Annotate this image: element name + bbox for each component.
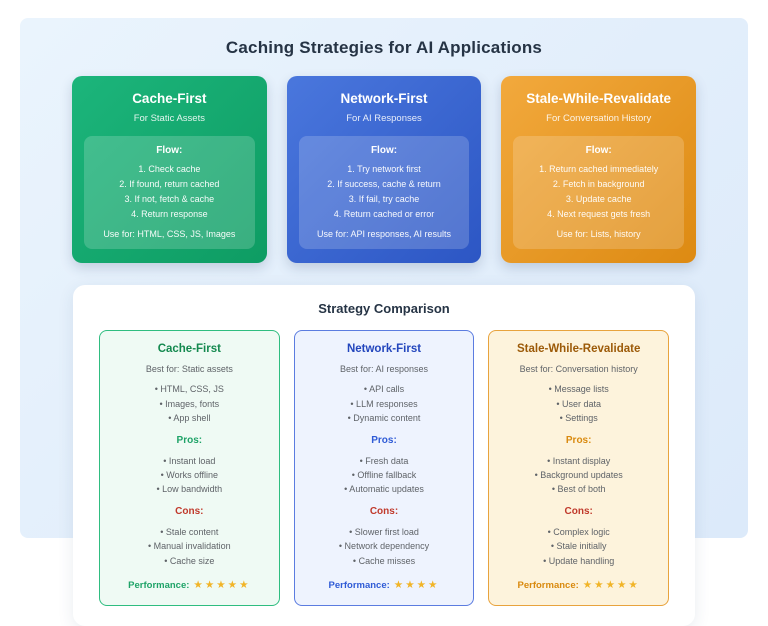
performance-row: Performance:★★★★★ (106, 579, 273, 591)
list-item: • HTML, CSS, JS (154, 384, 224, 395)
star-rating-icon: ★★★★★ (193, 578, 251, 591)
strategy-card-title: Network-First (340, 91, 428, 106)
use-for-text: Use for: API responses, AI results (316, 229, 452, 240)
performance-row: Performance:★★★★ (301, 579, 468, 591)
strategy-card-cache-first: Cache-First For Static Assets Flow: 1. C… (72, 76, 267, 264)
list-item: • LLM responses (350, 398, 418, 409)
list-item: 3. If fail, try cache (348, 193, 420, 204)
list-item: 4. Return cached or error (333, 208, 435, 219)
strategy-card-subtitle: For Static Assets (133, 113, 205, 124)
list-item: • Instant display (547, 455, 611, 466)
pros-label: Pros: (565, 434, 592, 446)
list-item: • Images, fonts (159, 398, 220, 409)
list-item: • Settings (559, 413, 598, 424)
list-item: 4. Return response (131, 208, 208, 219)
flow-label: Flow: (156, 145, 183, 156)
strategy-card-network-first: Network-First For AI Responses Flow: 1. … (286, 76, 482, 264)
list-item: 3. Update cache (565, 193, 632, 204)
list-item: 4. Next request gets fresh (547, 208, 651, 219)
strategy-card-title: Stale-While-Revalidate (526, 91, 672, 106)
comparison-title: Strategy Comparison (318, 301, 450, 317)
flow-box: Flow: 1. Check cache 2. If found, return … (84, 136, 255, 250)
strategy-comparison-panel: Strategy Comparison Cache-First Best for… (73, 285, 695, 626)
list-item: 3. If not, fetch & cache (124, 193, 215, 204)
list-item: • Fresh data (359, 455, 409, 466)
list-item: • Stale initially (550, 541, 607, 552)
flow-box: Flow: 1. Return cached immediately 2. Fet… (513, 136, 685, 250)
comparison-card-network-first: Network-First Best for: AI responses • A… (293, 330, 475, 606)
cons-list: • Complex logic • Stale initially • Update… (495, 525, 662, 568)
list-item: • Best of both (551, 484, 606, 495)
strategy-cards-row: Cache-First For Static Assets Flow: 1. C… (72, 76, 697, 264)
list-item: • Automatic updates (344, 484, 424, 495)
cons-list: • Stale content • Manual invalidation • Ca… (106, 525, 273, 568)
comparison-card-title: Network-First (346, 343, 422, 356)
list-item: 1. Return cached immediately (539, 164, 659, 174)
flow-label: Flow: (585, 145, 612, 156)
list-item: • Complex logic (547, 526, 610, 537)
list-item: 2. If found, return cached (119, 178, 220, 189)
strategy-card-title: Cache-First (132, 91, 207, 106)
list-item: 1. Try network first (347, 164, 421, 174)
performance-label: Performance: (517, 579, 579, 591)
best-for-text: Best for: AI responses (339, 364, 429, 375)
best-for-text: Best for: Conversation history (519, 364, 638, 375)
page-title: Caching Strategies for AI Applications (225, 38, 543, 57)
list-item: • App shell (168, 413, 211, 424)
use-for-text: Use for: Lists, history (556, 229, 641, 240)
cons-label: Cons: (175, 505, 204, 517)
flow-steps: 1. Check cache 2. If found, return cached… (92, 162, 247, 221)
list-item: 2. Fetch in background (552, 178, 645, 189)
list-item: • Update handling (543, 555, 615, 566)
comparison-cards-row: Cache-First Best for: Static assets • HT… (99, 330, 670, 606)
cons-label: Cons: (564, 505, 593, 517)
list-item: • API calls (363, 384, 405, 395)
flow-box: Flow: 1. Try network first 2. If success,… (298, 136, 470, 250)
best-for-text: Best for: Static assets (145, 364, 233, 375)
pros-list: • Instant load • Works offline • Low bandw… (106, 454, 273, 497)
strategy-card-subtitle: For AI Responses (346, 113, 422, 124)
use-case-list: • Message lists • User data • Settings (495, 382, 662, 425)
list-item: • Low bandwidth (156, 484, 223, 495)
list-item: • Slower first load (349, 526, 419, 537)
use-case-list: • HTML, CSS, JS • Images, fonts • App shel… (106, 382, 273, 425)
list-item: • Stale content (160, 526, 219, 537)
comparison-card-stale-while-revalidate: Stale-While-Revalidate Best for: Convers… (488, 330, 670, 606)
use-case-list: • API calls • LLM responses • Dynamic cont… (301, 382, 468, 425)
list-item: • Message lists (548, 384, 609, 395)
comparison-card-title: Cache-First (157, 343, 221, 356)
list-item: • Background updates (534, 469, 623, 480)
list-item: • Instant load (163, 455, 216, 466)
list-item: • Network dependency (338, 541, 430, 552)
list-item: 1. Check cache (138, 164, 201, 174)
cons-list: • Slower first load • Network dependency •… (301, 525, 468, 568)
list-item: • Cache size (164, 555, 215, 566)
performance-label: Performance: (128, 579, 190, 591)
list-item: • Works offline (160, 469, 218, 480)
flow-label: Flow: (370, 145, 398, 156)
flow-steps: 1. Try network first 2. If success, cache… (307, 162, 462, 221)
list-item: • Cache misses (352, 555, 416, 566)
cons-label: Cons: (369, 505, 399, 517)
list-item: • Offline fallback (351, 469, 417, 480)
performance-row: Performance:★★★★★ (495, 579, 662, 591)
list-item: 2. If success, cache & return (327, 178, 441, 189)
list-item: • Dynamic content (347, 413, 421, 424)
performance-label: Performance: (328, 579, 390, 591)
strategy-card-stale-while-revalidate: Stale-While-Revalidate For Conversation … (501, 76, 697, 264)
list-item: • Manual invalidation (147, 541, 231, 552)
caching-strategies-page: Caching Strategies for AI Applications C… (20, 18, 748, 626)
strategy-card-subtitle: For Conversation History (546, 113, 652, 124)
flow-steps: 1. Return cached immediately 2. Fetch in … (521, 162, 676, 221)
pros-label: Pros: (371, 434, 397, 446)
pros-label: Pros: (176, 434, 203, 446)
star-rating-icon: ★★★★ (393, 578, 440, 591)
pros-list: • Fresh data • Offline fallback • Automati… (301, 454, 468, 497)
pros-list: • Instant display • Background updates • B… (495, 454, 662, 497)
comparison-card-cache-first: Cache-First Best for: Static assets • HT… (99, 330, 280, 606)
list-item: • User data (556, 398, 602, 409)
comparison-card-title: Stale-While-Revalidate (517, 343, 641, 356)
use-for-text: Use for: HTML, CSS, JS, Images (103, 229, 236, 240)
star-rating-icon: ★★★★★ (582, 578, 640, 591)
